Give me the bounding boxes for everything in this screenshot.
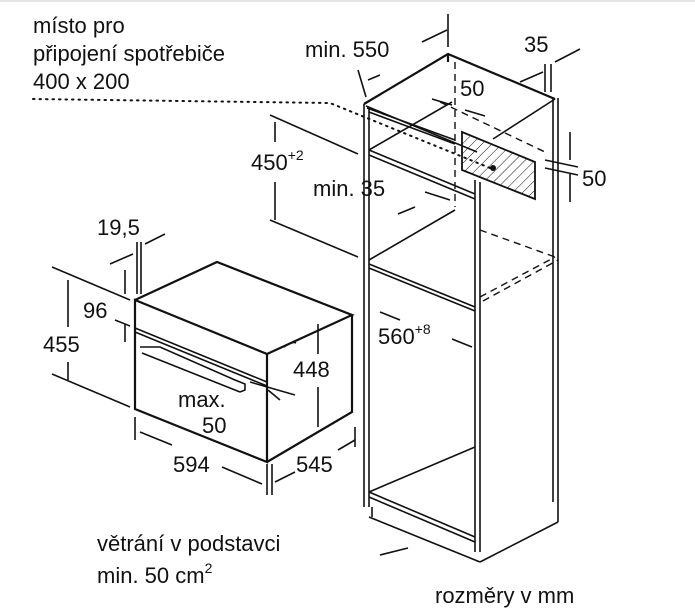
dim-min-550: min. 550 — [305, 37, 389, 62]
dim-max-50: 50 — [202, 413, 226, 438]
ventilation-label-line1: větrání v podstavci — [97, 531, 280, 556]
dim-19-5: 19,5 — [97, 215, 140, 240]
cabinet — [363, 52, 559, 563]
dim-50-top: 50 — [460, 76, 484, 101]
connection-label-line2: připojení spotřebiče — [33, 41, 225, 66]
units-label: rozměry v mm — [435, 583, 574, 608]
dim-max-label: max. — [178, 387, 226, 412]
connection-label-line3: 400 x 200 — [33, 69, 130, 94]
dim-50-right: 50 — [582, 166, 606, 191]
dim-560: 560+8 — [378, 321, 431, 349]
dim-545: 545 — [296, 452, 333, 477]
dim-594: 594 — [173, 452, 210, 477]
dim-35: 35 — [524, 32, 548, 57]
dim-min-35: min. 35 — [313, 176, 385, 201]
dimension-lines — [51, 14, 581, 556]
connection-area-hatch — [461, 130, 536, 201]
dim-455: 455 — [43, 332, 80, 357]
dim-450: 450+2 — [251, 147, 304, 175]
oven — [133, 260, 355, 464]
dim-96: 96 — [83, 298, 107, 323]
connection-leader — [32, 98, 491, 169]
connection-label-line1: místo pro — [33, 13, 125, 38]
dim-448: 448 — [293, 357, 330, 382]
ventilation-label-line2: min. 50 cm2 — [97, 560, 213, 588]
